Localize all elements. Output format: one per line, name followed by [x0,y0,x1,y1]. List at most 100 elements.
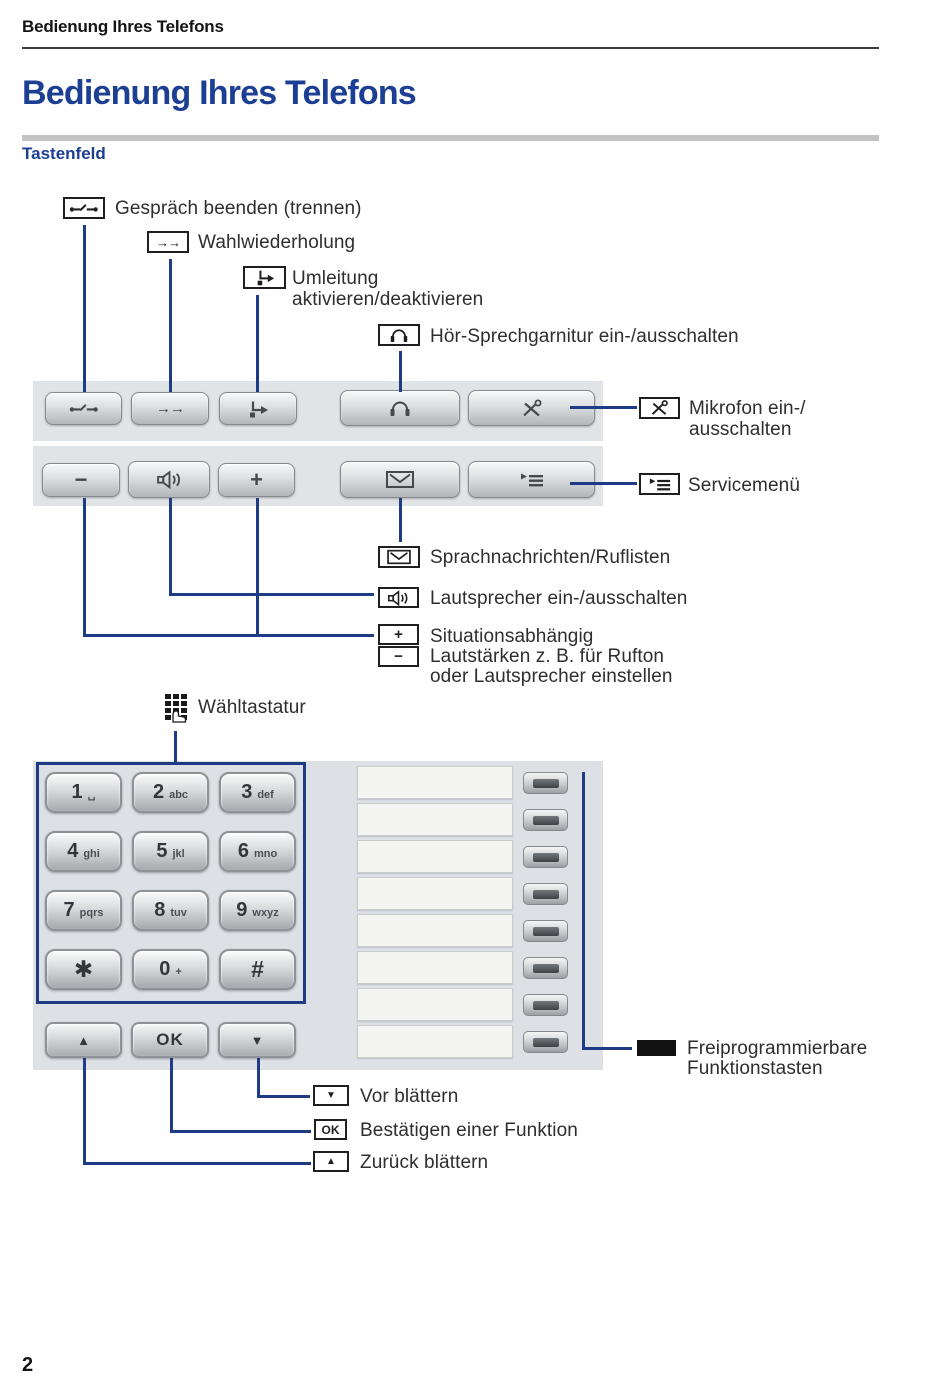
connector-line [169,259,172,392]
function-key-label-strip [357,1025,513,1058]
header-rule [22,47,879,49]
connector-line [257,1095,310,1098]
function-key-button [523,1031,568,1053]
service-menu-icon [639,473,680,495]
call-forward-icon [243,266,286,289]
function-key-button [523,883,568,905]
up-arrow-icon: ▲ [313,1151,349,1172]
ok-icon: OK [314,1119,347,1140]
function-key-label-strip [357,988,513,1021]
connector-line [570,406,637,409]
connector-line [174,731,177,763]
connector-line [582,772,585,1050]
function-key-button [523,772,568,794]
phone-key-redial: →→ [131,392,209,425]
disconnect-label: Gespräch beenden (trennen) [115,198,362,219]
service-menu-icon [520,473,543,486]
function-key-button [523,920,568,942]
connector-line [256,295,259,392]
dial-key-1: 1␣ [45,772,122,813]
redial-icon: →→ [156,400,185,417]
connector-line [83,1058,86,1165]
dialpad-highlight-outline [36,762,306,1004]
connector-line [170,1130,311,1133]
function-keys-label-line2: Funktionstasten [687,1058,823,1079]
phone-key-ok: OK [131,1022,209,1058]
service-menu-label: Servicemenü [688,475,800,496]
scroll-down-label: Vor blättern [360,1086,459,1107]
function-keys-label-line1: Freiprogrammierbare [687,1038,868,1059]
volume-label-line2: Lautstärken z. B. für Rufton [430,646,665,667]
connector-line [83,225,86,392]
connector-line [399,351,402,392]
connector-line [169,498,172,596]
loudspeaker-icon [378,587,419,608]
phone-key-volume-up: + [218,463,295,497]
minus-icon: − [74,467,88,492]
volume-label-line3: oder Lautsprecher einstellen [430,666,673,687]
headset-icon [390,401,410,416]
function-key-label-strip [357,840,513,873]
function-key-button [523,809,568,831]
mailbox-icon [386,471,414,488]
page-title: Bedienung Ihres Telefons [22,74,417,112]
running-header: Bedienung Ihres Telefons [22,17,224,36]
dial-key-✱: ✱ [45,949,122,990]
mailbox-icon [378,546,420,568]
connector-line [83,1162,311,1165]
function-key-button [523,994,568,1016]
forward-label-line1: Umleitung [292,268,379,289]
phone-key-disconnect [45,392,122,425]
connector-line [257,1058,260,1098]
phone-key-volume-down: − [42,463,120,497]
messages-label: Sprachnachrichten/Ruflisten [430,547,671,568]
redial-icon: →→ [147,231,189,253]
connector-line [170,1058,173,1133]
function-key-button [523,957,568,979]
phone-key-loudspeaker [128,461,210,498]
scroll-up-label: Zurück blättern [360,1152,489,1173]
phone-key-scroll-up: ▲ [45,1022,122,1058]
dial-key-#: # [219,949,296,990]
plus-icon: + [250,467,263,492]
connector-line [83,498,86,637]
connector-line [83,634,374,637]
forward-label-line2: aktivieren/deaktivieren [292,289,484,310]
function-key-label-strip [357,766,513,799]
volume-plus-icon: + [378,624,419,645]
speaker-label: Lautsprecher ein-/ausschalten [430,588,688,609]
function-key-label-strip [357,914,513,947]
headset-label: Hör-Sprechgarnitur ein-/ausschalten [430,326,739,347]
phone-key-forward [219,392,297,425]
connector-line [399,498,402,542]
dial-key-0: 0+ [132,949,209,990]
down-arrow-icon: ▼ [313,1085,349,1106]
function-key-label-strip [357,877,513,910]
phone-key-mailbox [340,461,460,498]
phone-key-service-menu [468,461,595,498]
section-divider-bar [22,135,879,141]
function-key-button [523,846,568,868]
connector-line [582,1047,632,1050]
disconnect-icon [63,197,105,219]
headset-icon [378,324,420,346]
phone-key-headset [340,390,460,426]
redial-label: Wahlwiederholung [198,232,356,253]
dial-keypad-icon [164,693,190,723]
volume-label-line1: Situationsabhängig [430,626,594,647]
function-key-icon [637,1040,676,1056]
page-number: 2 [22,1354,34,1376]
connector-line [169,593,374,596]
dialpad-label: Wähltastatur [198,697,306,718]
microphone-mute-icon [522,399,541,416]
section-title: Tastenfeld [22,144,106,163]
